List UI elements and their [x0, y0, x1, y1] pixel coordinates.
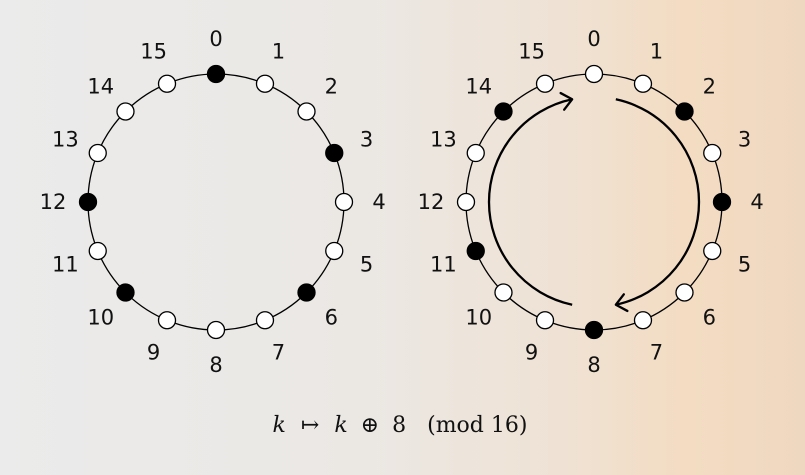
node-label-10: 10	[465, 305, 492, 329]
node-label-15: 15	[140, 39, 167, 63]
node-filled-6	[297, 283, 316, 302]
node-empty-7	[255, 311, 275, 330]
node-filled-0	[206, 64, 226, 84]
node-label-13: 13	[430, 128, 457, 152]
node-filled-12	[78, 192, 98, 212]
node-empty-1	[633, 74, 653, 93]
caption-shift: 8	[392, 413, 406, 438]
node-empty-2	[297, 102, 316, 121]
node-empty-11	[88, 241, 107, 261]
node-label-7: 7	[650, 341, 663, 365]
node-empty-0	[584, 64, 604, 84]
node-empty-9	[535, 311, 555, 330]
node-empty-3	[703, 143, 722, 163]
node-empty-7	[633, 311, 653, 330]
node-filled-14	[494, 102, 513, 121]
node-label-13: 13	[52, 128, 79, 152]
node-empty-6	[675, 283, 694, 302]
node-filled-2	[675, 102, 694, 121]
node-empty-1	[255, 74, 275, 93]
node-label-4: 4	[750, 190, 763, 214]
caption-formula: k ↦ k ⊕ 8 (mod 16)	[273, 413, 528, 438]
arrow-right-arc	[615, 98, 701, 306]
node-label-15: 15	[518, 39, 545, 63]
node-empty-13	[466, 143, 485, 163]
node-label-5: 5	[360, 252, 373, 276]
node-label-6: 6	[325, 305, 338, 329]
node-filled-3	[325, 143, 344, 163]
arrow-right-arc-head	[614, 293, 629, 313]
node-empty-4	[334, 192, 354, 212]
node-label-1: 1	[272, 39, 285, 63]
node-label-1: 1	[650, 39, 663, 63]
node-filled-10	[116, 283, 135, 302]
node-label-3: 3	[360, 128, 373, 152]
node-label-8: 8	[209, 353, 222, 377]
node-filled-11	[466, 241, 485, 261]
node-label-0: 0	[209, 27, 222, 51]
arrow-left-arc-head	[559, 91, 574, 111]
node-label-3: 3	[738, 128, 751, 152]
node-label-12: 12	[40, 190, 67, 214]
node-label-7: 7	[272, 341, 285, 365]
node-empty-8	[206, 320, 226, 340]
node-label-14: 14	[465, 75, 492, 99]
node-filled-8	[584, 320, 604, 340]
node-label-0: 0	[587, 27, 600, 51]
node-empty-14	[116, 102, 135, 121]
node-label-11: 11	[52, 252, 79, 276]
node-label-12: 12	[418, 190, 445, 214]
node-label-2: 2	[325, 75, 338, 99]
node-empty-12	[456, 192, 476, 212]
node-label-10: 10	[87, 305, 114, 329]
caption-var-k: k	[273, 413, 286, 438]
caption-mod: (mod 16)	[427, 413, 527, 438]
arrow-left-arc	[487, 98, 573, 306]
node-label-11: 11	[430, 252, 457, 276]
node-empty-10	[494, 283, 513, 302]
node-empty-15	[157, 74, 177, 93]
rotation-arrows	[487, 91, 701, 313]
node-label-9: 9	[147, 341, 160, 365]
node-empty-13	[88, 143, 107, 163]
node-label-2: 2	[703, 75, 716, 99]
caption-maps-to: ↦	[301, 413, 319, 438]
node-empty-5	[325, 241, 344, 261]
node-label-6: 6	[703, 305, 716, 329]
caption-var-k-2: k	[334, 413, 347, 438]
node-empty-5	[703, 241, 722, 261]
node-label-8: 8	[587, 353, 600, 377]
node-label-4: 4	[372, 190, 385, 214]
caption-xor-op: ⊕	[361, 413, 379, 438]
node-label-9: 9	[525, 341, 538, 365]
node-empty-15	[535, 74, 555, 93]
node-empty-9	[157, 311, 177, 330]
node-filled-4	[712, 192, 732, 212]
node-label-14: 14	[87, 75, 114, 99]
node-label-5: 5	[738, 252, 751, 276]
